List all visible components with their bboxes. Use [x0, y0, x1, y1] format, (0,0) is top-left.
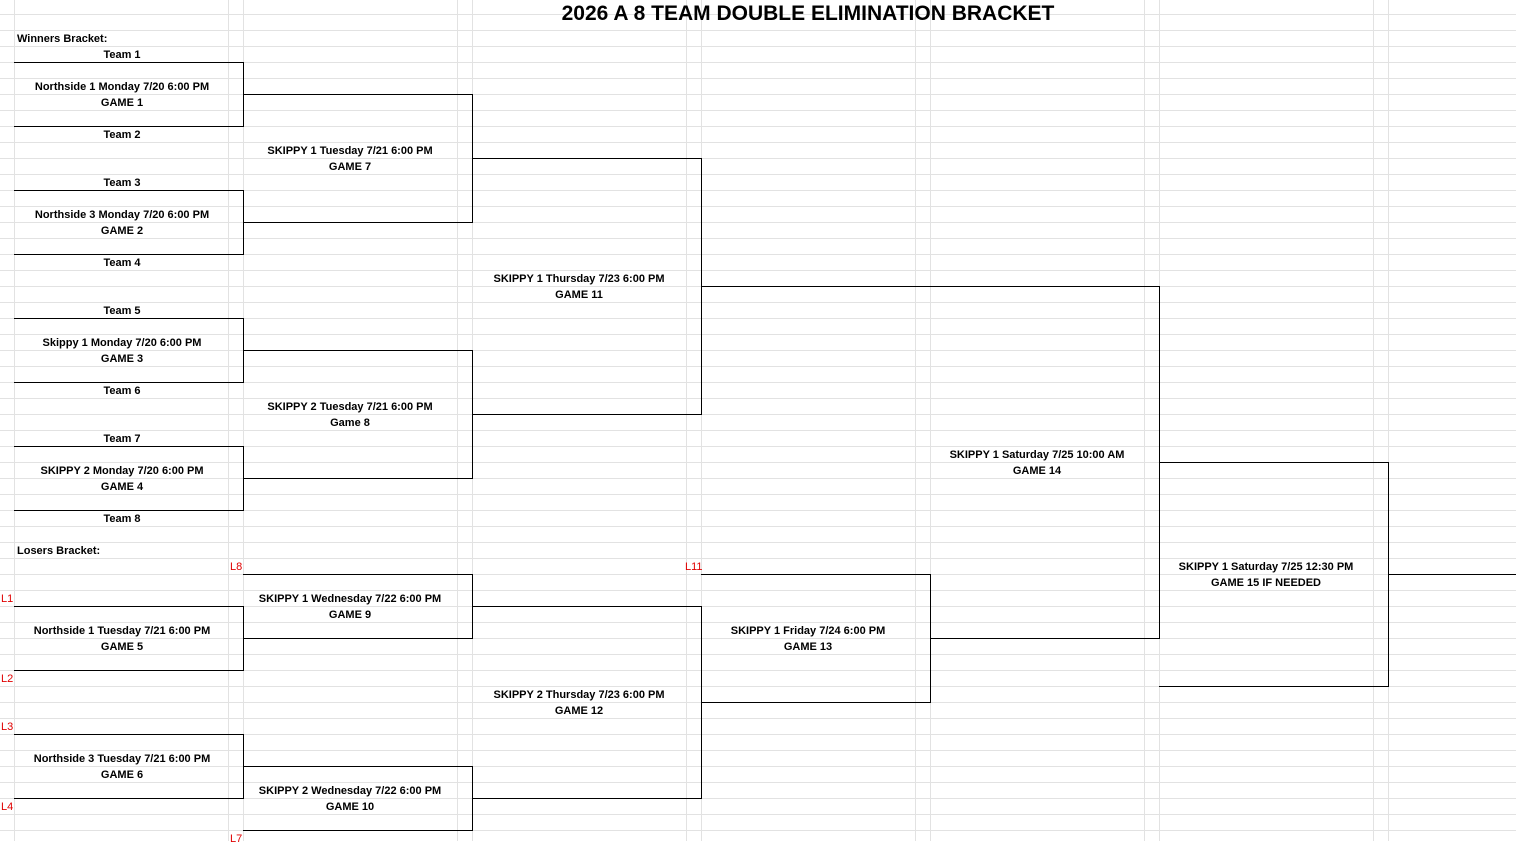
bracket-line — [243, 94, 473, 95]
game-info[interactable]: SKIPPY 2 Monday 7/20 6:00 PM — [40, 465, 204, 477]
grid-column-line — [228, 0, 229, 841]
game-info[interactable]: Northside 1 Tuesday 7/21 6:00 PM — [33, 625, 211, 637]
bracket-line — [14, 446, 244, 447]
bracket-line — [701, 574, 931, 575]
bracket-line — [701, 286, 1160, 287]
bracket-line — [472, 414, 702, 415]
game-label[interactable]: GAME 9 — [328, 609, 372, 621]
team-cell[interactable]: Team 5 — [103, 305, 141, 317]
bracket-line — [14, 190, 244, 191]
bracket-line — [14, 734, 244, 735]
game-info[interactable]: SKIPPY 1 Saturday 7/25 10:00 AM — [949, 449, 1125, 461]
bracket-line — [930, 638, 1160, 639]
game-label[interactable]: GAME 10 — [325, 801, 375, 813]
game-label[interactable]: GAME 4 — [100, 481, 144, 493]
bracket-line — [243, 350, 473, 351]
bracket-line — [243, 766, 473, 767]
bracket-line — [14, 318, 244, 319]
loser-label: L11 — [685, 561, 703, 573]
game-label[interactable]: GAME 11 — [555, 289, 603, 301]
bracket-line — [14, 798, 244, 799]
bracket-line — [243, 222, 473, 223]
bracket-line — [701, 702, 931, 703]
game-info[interactable]: SKIPPY 1 Saturday 7/25 12:30 PM — [1178, 561, 1354, 573]
bracket-line — [14, 254, 244, 255]
game-info[interactable]: Northside 3 Tuesday 7/21 6:00 PM — [33, 753, 211, 765]
bracket-line — [14, 382, 244, 383]
loser-label: L4 — [1, 801, 14, 813]
bracket-line — [1159, 462, 1389, 463]
team-cell[interactable]: Team 3 — [103, 177, 141, 189]
bracket-line — [14, 606, 244, 607]
game-label[interactable]: Game 8 — [330, 417, 370, 429]
bracket-line — [472, 798, 702, 799]
game-label[interactable]: GAME 3 — [100, 353, 144, 365]
grid-column-line — [243, 0, 244, 841]
game-info[interactable]: SKIPPY 1 Tuesday 7/21 6:00 PM — [267, 145, 433, 157]
team-cell[interactable]: Team 2 — [103, 129, 141, 141]
grid-column-line — [930, 0, 931, 841]
team-cell[interactable]: Team 6 — [103, 385, 141, 397]
game-info[interactable]: SKIPPY 2 Wednesday 7/22 6:00 PM — [258, 785, 442, 797]
game-info[interactable]: Northside 1 Monday 7/20 6:00 PM — [34, 81, 210, 93]
bracket-line — [930, 574, 931, 703]
game-label[interactable]: GAME 6 — [100, 769, 144, 781]
loser-label: L1 — [1, 593, 14, 605]
game-info[interactable]: Northside 3 Monday 7/20 6:00 PM — [34, 209, 210, 221]
winners-bracket-header: Winners Bracket: — [17, 33, 108, 45]
bracket-line — [472, 158, 702, 159]
game-info[interactable]: SKIPPY 1 Wednesday 7/22 6:00 PM — [258, 593, 442, 605]
game-label[interactable]: GAME 13 — [783, 641, 833, 653]
game-label[interactable]: GAME 2 — [100, 225, 144, 237]
bracket-line — [243, 638, 473, 639]
bracket-line — [14, 510, 244, 511]
grid-column-line — [686, 0, 687, 841]
loser-label: L7 — [230, 833, 243, 845]
game-info[interactable]: SKIPPY 1 Friday 7/24 6:00 PM — [730, 625, 886, 637]
grid-column-line — [1144, 0, 1145, 841]
team-cell[interactable]: Team 4 — [103, 257, 141, 269]
team-cell[interactable]: Team 8 — [103, 513, 141, 525]
loser-label: L3 — [1, 721, 14, 733]
game-label[interactable]: GAME 14 — [1012, 465, 1062, 477]
bracket-line — [243, 830, 473, 831]
grid-column-line — [1373, 0, 1374, 841]
grid-column-line — [14, 0, 15, 841]
game-label[interactable]: GAME 12 — [554, 705, 604, 717]
team-cell[interactable]: Team 1 — [103, 49, 141, 61]
game-label[interactable]: GAME 7 — [328, 161, 372, 173]
bracket-line — [14, 126, 244, 127]
bracket-line — [1388, 574, 1516, 575]
game-info[interactable]: SKIPPY 2 Tuesday 7/21 6:00 PM — [267, 401, 433, 413]
loser-label: L8 — [230, 561, 243, 573]
bracket-line — [472, 606, 702, 607]
team-cell[interactable]: Team 7 — [103, 433, 141, 445]
bracket-line — [243, 574, 473, 575]
game-info[interactable]: SKIPPY 2 Thursday 7/23 6:00 PM — [493, 689, 665, 701]
loser-label: L2 — [1, 673, 14, 685]
game-info[interactable]: Skippy 1 Monday 7/20 6:00 PM — [42, 337, 202, 349]
game-label[interactable]: GAME 5 — [100, 641, 144, 653]
bracket-line — [14, 62, 244, 63]
bracket-line — [14, 670, 244, 671]
bracket-line — [1159, 686, 1389, 687]
bracket-title: 2026 A 8 TEAM DOUBLE ELIMINATION BRACKET — [561, 2, 1055, 25]
bracket-line — [243, 478, 473, 479]
game-info[interactable]: SKIPPY 1 Thursday 7/23 6:00 PM — [493, 273, 665, 285]
grid-column-line — [1388, 0, 1389, 841]
grid-column-line — [457, 0, 458, 841]
grid-column-line — [915, 0, 916, 841]
grid-column-line — [701, 0, 702, 841]
game-label[interactable]: GAME 1 — [100, 97, 144, 109]
losers-bracket-header: Losers Bracket: — [17, 545, 101, 557]
game-label[interactable]: GAME 15 IF NEEDED — [1210, 577, 1322, 589]
